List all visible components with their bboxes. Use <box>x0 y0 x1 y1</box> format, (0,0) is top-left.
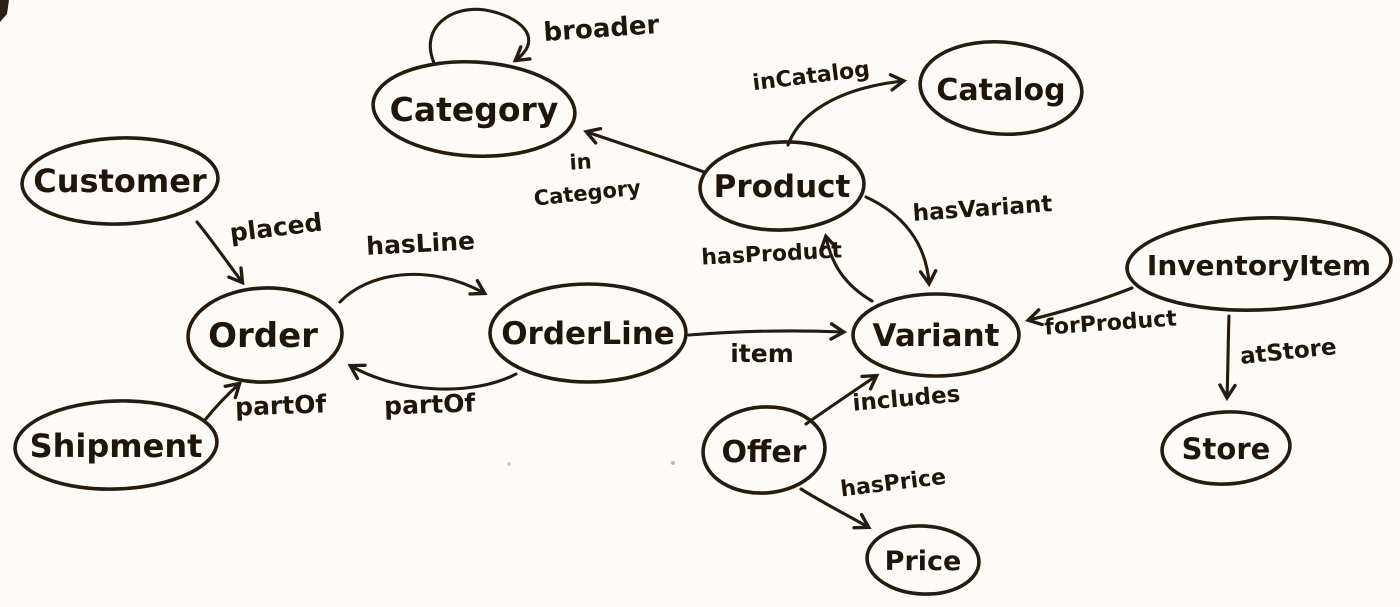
edge-forProduct-arrow <box>1025 286 1134 327</box>
node-price-label: Price <box>885 546 962 577</box>
node-shipment-outline <box>13 399 219 491</box>
edge-atStore: atStore <box>1218 314 1338 402</box>
node-orderline-label: OrderLine <box>501 316 675 352</box>
node-catalog-label: Catalog <box>936 73 1065 108</box>
edge-inCategory: in Category <box>533 126 706 211</box>
edge-hasVariant-label2: hasVariant <box>912 191 1053 227</box>
node-customer: Customer <box>20 136 220 226</box>
edge-atStore-label: atStore <box>1239 334 1338 370</box>
edge-broader: broader <box>428 7 661 65</box>
edge-hasVariant-arrow <box>864 195 938 288</box>
node-store-outline <box>1160 410 1292 486</box>
edge-inCatalog: inCatalog <box>751 57 908 147</box>
node-variant-outline <box>851 292 1021 378</box>
node-shipment-label: Shipment <box>30 427 203 465</box>
edge-placed-label: placed <box>228 208 324 248</box>
node-offer-label: Offer <box>722 435 807 470</box>
node-order-outline <box>186 286 344 384</box>
edge-broader-loop <box>428 7 532 65</box>
ink-speck <box>671 461 675 465</box>
edge-includes-arrow <box>804 373 880 426</box>
node-order-label: Order <box>208 316 318 356</box>
edge-hasLine-arrow <box>338 272 488 304</box>
edge-broader-label: broader <box>543 10 661 48</box>
node-customer-outline <box>20 136 220 226</box>
node-category-outline <box>371 59 577 159</box>
edge-item-label: item <box>730 339 794 368</box>
edge-item: item <box>687 322 848 368</box>
node-price-outline <box>865 524 981 596</box>
edge-placed-arrow <box>195 220 245 286</box>
node-product-label: Product <box>714 169 851 205</box>
edge-hasPrice-arrow <box>799 487 872 530</box>
edge-includes-label: includes <box>852 381 962 416</box>
node-price: Price <box>865 524 981 596</box>
node-product: Product <box>698 140 866 232</box>
edge-partOf-shipment-arrow <box>203 381 243 422</box>
edge-item-arrow <box>687 322 848 341</box>
edge-atStore-arrow <box>1218 314 1237 402</box>
node-category: Category <box>371 59 577 159</box>
edge-hasVariant: hasProduct hasVariant <box>864 191 1053 288</box>
node-category-label: Category <box>390 90 559 129</box>
node-catalog: Catalog <box>918 39 1084 137</box>
node-inventoryitem-label: InventoryItem <box>1147 249 1371 282</box>
edge-hasProduct-arrow <box>819 232 874 303</box>
edge-placed: placed <box>195 208 324 286</box>
node-store: Store <box>1160 410 1292 486</box>
edge-inCatalog-arrow <box>786 73 908 147</box>
ink-speck <box>507 462 511 466</box>
edge-partOf-shipment: partOf <box>203 381 328 422</box>
node-catalog-outline <box>918 39 1084 137</box>
node-orderline-outline <box>488 282 688 384</box>
node-order: Order <box>186 286 344 384</box>
edge-hasLine: hasLine <box>338 226 488 304</box>
node-variant: Variant <box>851 292 1021 378</box>
edge-partOf-orderline-label: partOf <box>384 388 477 420</box>
edge-inCategory-arrow <box>583 126 706 174</box>
edge-hasPrice: hasPrice <box>799 465 947 530</box>
edge-partOf-shipment-label: partOf <box>235 389 328 421</box>
node-product-outline <box>698 140 866 232</box>
edge-hasProduct: hasProduct <box>701 232 874 303</box>
node-offer-outline <box>701 405 827 495</box>
edge-inCategory-label-line2: Category <box>533 175 643 210</box>
node-inventoryitem-outline <box>1125 215 1393 313</box>
edge-partOf-orderline-arrow <box>347 363 518 391</box>
node-inventoryitem: InventoryItem <box>1125 215 1393 313</box>
edge-inCategory-label-line1: in <box>569 149 593 174</box>
node-variant-label: Variant <box>873 318 1000 354</box>
photo-corner-mark <box>0 0 9 22</box>
edge-hasLine-label: hasLine <box>365 226 475 261</box>
edge-includes: includes <box>804 373 962 426</box>
node-shipment: Shipment <box>13 399 219 491</box>
node-customer-label: Customer <box>33 162 207 200</box>
edge-hasPrice-label: hasPrice <box>839 465 947 503</box>
edge-hasProduct-label: hasProduct <box>701 238 843 270</box>
node-store-label: Store <box>1182 432 1271 466</box>
node-offer: Offer <box>701 405 827 495</box>
node-orderline: OrderLine <box>488 282 688 384</box>
edge-partOf-orderline: partOf <box>347 363 518 421</box>
